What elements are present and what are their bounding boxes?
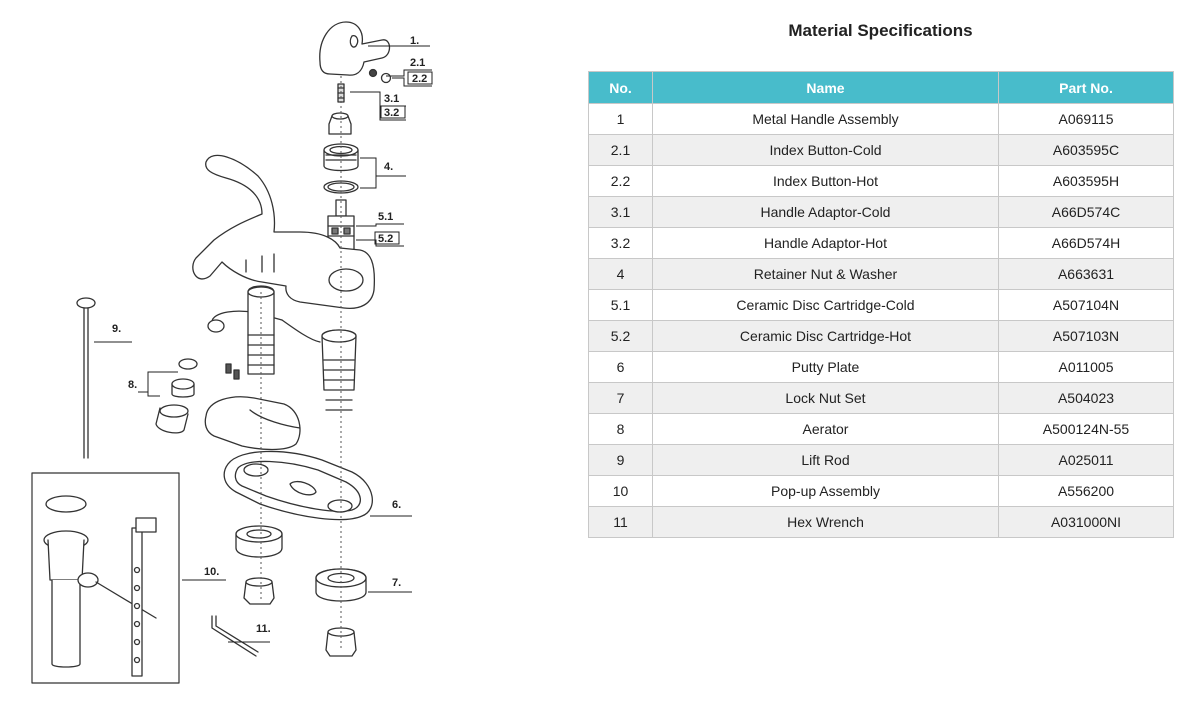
cell-no: 5.2 bbox=[588, 320, 653, 352]
cell-no: 9 bbox=[588, 444, 653, 476]
aerator-part bbox=[155, 358, 198, 434]
cell-no: 2.2 bbox=[588, 165, 653, 197]
specifications-title: Material Specifications bbox=[788, 21, 973, 40]
cell-name: Lift Rod bbox=[652, 444, 999, 476]
cell-no: 3.2 bbox=[588, 227, 653, 259]
callout-3-2: 3.2 bbox=[384, 107, 399, 119]
lock-nut-set-left bbox=[235, 525, 283, 605]
cell-part-no: A500124N-55 bbox=[998, 413, 1174, 445]
cell-no: 11 bbox=[588, 506, 653, 538]
cell-no: 3.1 bbox=[588, 196, 653, 228]
waterway-part bbox=[207, 285, 357, 411]
handle-adaptor-part bbox=[328, 83, 352, 135]
table-header-row: No. Name Part No. bbox=[588, 71, 1174, 104]
cell-name: Index Button-Hot bbox=[652, 165, 999, 197]
leader-lines bbox=[94, 45, 432, 643]
cell-part-no: A663631 bbox=[998, 258, 1174, 290]
cell-part-no: A603595H bbox=[998, 165, 1174, 197]
cell-no: 5.1 bbox=[588, 289, 653, 321]
deck-plate-part bbox=[204, 396, 301, 451]
callout-8: 8. bbox=[128, 379, 137, 391]
set-screw-part bbox=[225, 363, 240, 380]
cell-name: Handle Adaptor-Cold bbox=[652, 196, 999, 228]
cell-name: Retainer Nut & Washer bbox=[652, 258, 999, 290]
cell-name: Pop-up Assembly bbox=[652, 475, 999, 507]
cell-part-no: A603595C bbox=[998, 134, 1174, 166]
cell-no: 10 bbox=[588, 475, 653, 507]
metal-handle-part bbox=[319, 21, 391, 76]
callout-2-1: 2.1 bbox=[410, 57, 425, 69]
callout-11: 11. bbox=[256, 623, 271, 635]
putty-plate-part bbox=[223, 450, 373, 521]
cell-part-no: A507104N bbox=[998, 289, 1174, 321]
cell-no: 2.1 bbox=[588, 134, 653, 166]
faucet-body-part bbox=[192, 154, 376, 310]
callout-1: 1. bbox=[410, 35, 419, 47]
header-no: No. bbox=[588, 71, 653, 104]
cell-part-no: A507103N bbox=[998, 320, 1174, 352]
cell-part-no: A556200 bbox=[998, 475, 1174, 507]
popup-assembly-part bbox=[43, 495, 157, 677]
cell-part-no: A66D574C bbox=[998, 196, 1174, 228]
cell-part-no: A504023 bbox=[998, 382, 1174, 414]
callout-labels: 1. 2.1 2.2 3.1 3.2 4. 5.1 5.2 6. 7. 8. 9… bbox=[112, 35, 433, 635]
callout-3-1: 3.1 bbox=[384, 93, 399, 105]
cell-name: Ceramic Disc Cartridge-Cold bbox=[652, 289, 999, 321]
header-part-no: Part No. bbox=[998, 71, 1174, 104]
cell-no: 4 bbox=[588, 258, 653, 290]
cell-part-no: A011005 bbox=[998, 351, 1174, 383]
callout-9: 9. bbox=[112, 323, 121, 335]
callout-10: 10. bbox=[204, 566, 219, 578]
callout-5-2: 5.2 bbox=[378, 233, 393, 245]
cell-name: Hex Wrench bbox=[652, 506, 999, 538]
callout-4: 4. bbox=[384, 161, 393, 173]
faucet-parts-drawing: 1. 2.1 2.2 3.1 3.2 4. 5.1 5.2 6. 7. 8. 9… bbox=[31, 21, 433, 684]
assembly-centerlines bbox=[260, 76, 342, 650]
cell-no: 6 bbox=[588, 351, 653, 383]
callout-6: 6. bbox=[392, 499, 401, 511]
cell-part-no: A069115 bbox=[998, 103, 1174, 135]
callout-5-1: 5.1 bbox=[378, 211, 393, 223]
material-specifications-section: Material Specifications No. Name Part No… bbox=[588, 0, 1174, 538]
popup-assembly-box bbox=[31, 472, 180, 684]
callout-2-2: 2.2 bbox=[412, 73, 427, 85]
cell-name: Metal Handle Assembly bbox=[652, 103, 999, 135]
hex-wrench-part bbox=[211, 615, 259, 657]
cell-name: Putty Plate bbox=[652, 351, 999, 383]
cell-name: Handle Adaptor-Hot bbox=[652, 227, 999, 259]
lift-rod-part bbox=[76, 297, 96, 459]
cell-no: 1 bbox=[588, 103, 653, 135]
cell-name: Ceramic Disc Cartridge-Hot bbox=[652, 320, 999, 352]
cell-name: Aerator bbox=[652, 413, 999, 445]
cell-part-no: A66D574H bbox=[998, 227, 1174, 259]
header-name: Name bbox=[652, 71, 999, 104]
cell-no: 7 bbox=[588, 382, 653, 414]
callout-7: 7. bbox=[392, 577, 401, 589]
cell-no: 8 bbox=[588, 413, 653, 445]
cell-part-no: A031000NI bbox=[998, 506, 1174, 538]
exploded-faucet-diagram: 1. 2.1 2.2 3.1 3.2 4. 5.1 5.2 6. 7. 8. 9… bbox=[0, 0, 560, 719]
cell-name: Lock Nut Set bbox=[652, 382, 999, 414]
cell-name: Index Button-Cold bbox=[652, 134, 999, 166]
cell-part-no: A025011 bbox=[998, 444, 1174, 476]
